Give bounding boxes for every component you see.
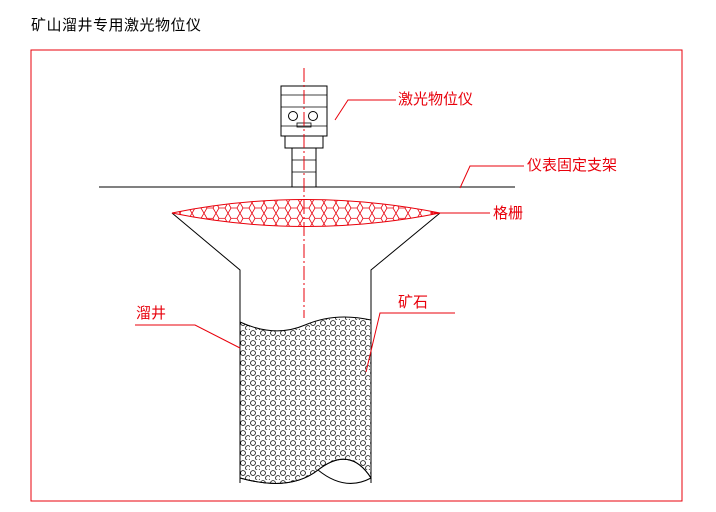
diagram-frame [30, 49, 683, 502]
ore-bottom-break [239, 458, 372, 484]
label-grille: 格栅 [493, 204, 523, 222]
label-mount-bracket: 仪表固定支架 [527, 156, 617, 174]
label-ore: 矿石 [398, 293, 428, 311]
ore-fill [239, 316, 372, 484]
leader-lines [135, 99, 524, 373]
page-title: 矿山溜井专用激光物位仪 [31, 16, 202, 34]
grille [171, 199, 441, 227]
label-laser-level-meter: 激光物位仪 [398, 90, 473, 108]
label-ore-pass: 溜井 [136, 304, 166, 322]
